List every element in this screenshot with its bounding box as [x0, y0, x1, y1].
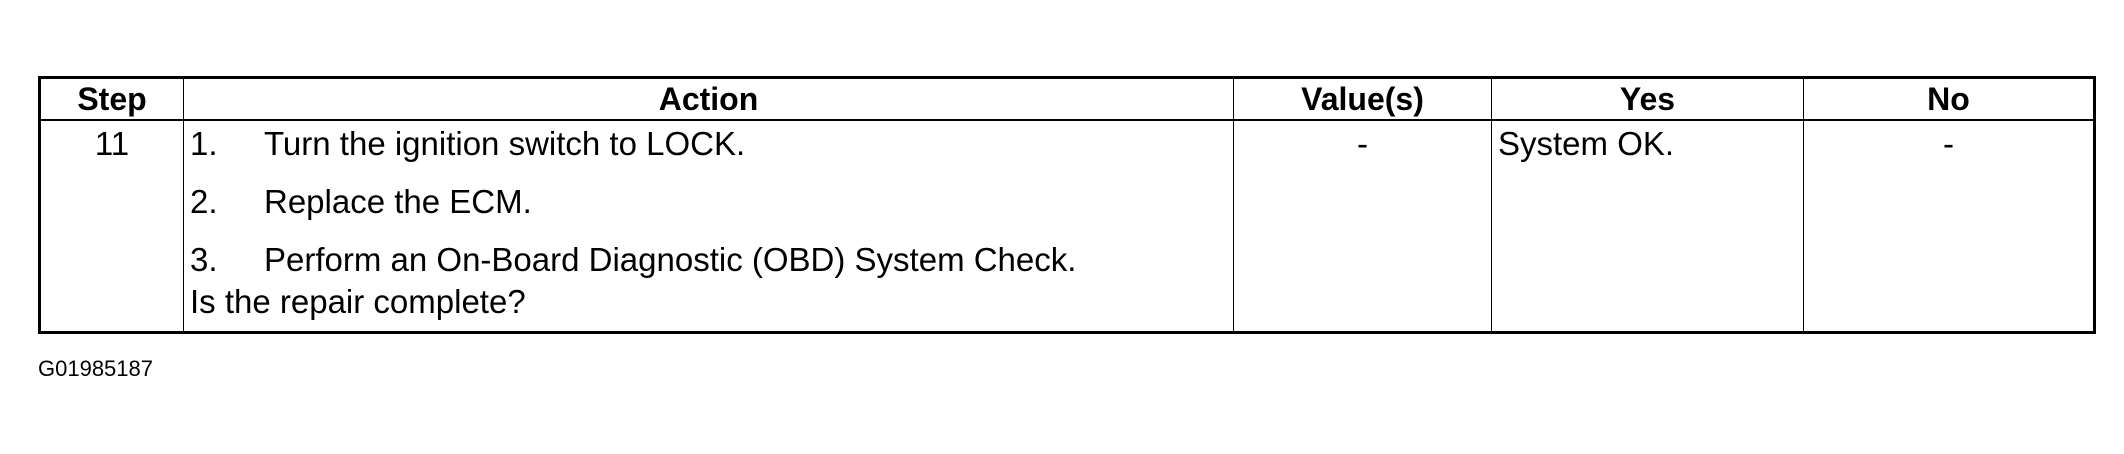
action-step-number: 2. [190, 183, 218, 220]
action-step-1: 1. Turn the ignition switch to LOCK. [190, 125, 1227, 183]
action-step-2: 2. Replace the ECM. [190, 183, 1227, 241]
header-action: Action [183, 77, 1234, 121]
table-header-row: Step Action Value(s) Yes No [39, 77, 2095, 121]
action-step-3: 3. Perform an On-Board Diagnostic (OBD) S… [190, 241, 1227, 299]
header-yes: Yes [1491, 77, 1804, 121]
action-step-number: 3. [190, 241, 218, 278]
action-step-number: 1. [190, 125, 218, 162]
table-row: 11 1. Turn the ignition switch to LOCK. 2… [39, 119, 2095, 333]
values-cell: - [1233, 119, 1492, 333]
action-cell: 1. Turn the ignition switch to LOCK. 2. Re… [183, 119, 1234, 333]
header-no: No [1803, 77, 2095, 121]
header-step: Step [39, 77, 184, 121]
yes-cell: System OK. [1491, 119, 1804, 333]
action-step-text: Replace the ECM. [264, 183, 532, 220]
action-step-text: Perform an On-Board Diagnostic (OBD) Sys… [264, 241, 1077, 278]
header-values: Value(s) [1233, 77, 1492, 121]
action-step-text: Turn the ignition switch to LOCK. [264, 125, 746, 162]
no-cell: - [1803, 119, 2095, 333]
diagnostic-table: Step Action Value(s) Yes No 11 1. Turn th… [38, 76, 2096, 334]
step-number: 11 [39, 119, 184, 333]
action-question: Is the repair complete? [190, 283, 526, 320]
figure-id: G01985187 [38, 356, 153, 381]
